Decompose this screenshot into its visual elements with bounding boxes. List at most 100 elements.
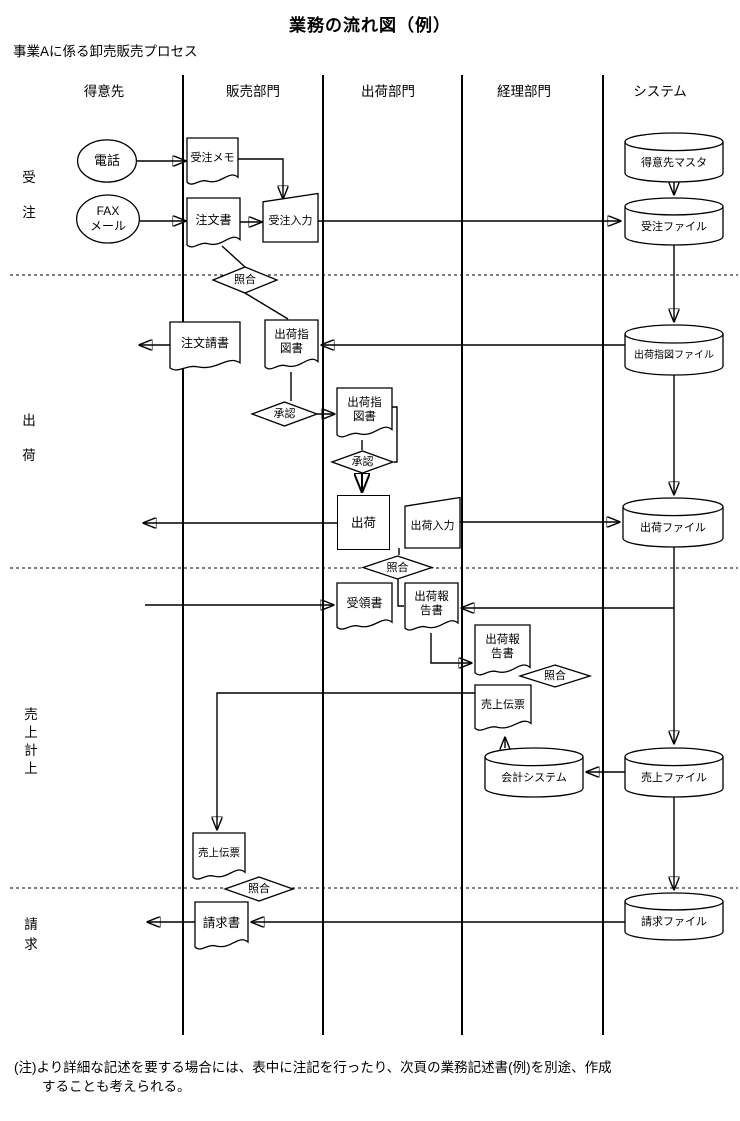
node-label: 出荷指図ファイル <box>634 349 714 361</box>
node-fax-mail: FAX メール <box>76 194 140 244</box>
document-shape-icon <box>337 583 392 632</box>
node-shipping-input: 出荷入力 <box>405 497 460 548</box>
node-label: 出荷指 図書 <box>347 396 382 423</box>
node-label: 照合 <box>248 883 270 895</box>
node-accounting-system: 会計システム <box>485 748 583 797</box>
diamond-shape-icon <box>363 556 432 579</box>
cylinder-shape-icon <box>625 893 723 940</box>
node-label: 売上伝票 <box>481 698 525 711</box>
document-shape-icon <box>475 625 530 678</box>
node-label: 請求書 <box>202 915 241 930</box>
node-label: 承認 <box>273 408 296 420</box>
document-shape-icon <box>170 322 240 373</box>
diamond-shape-icon <box>252 402 317 426</box>
node-label: 受領書 <box>346 596 383 610</box>
phase-label-sales-recording: 売上計上 <box>24 707 38 776</box>
cylinder-shape-icon <box>485 748 583 797</box>
node-label: 注文書 <box>195 212 232 227</box>
column-header-sales-dept: 販売部門 <box>226 84 280 99</box>
ellipse-shape-icon <box>76 194 140 244</box>
footnote: (注)より詳細な記述を要する場合には、表中に注記を行ったり、次頁の業務記述書(例… <box>14 1058 612 1096</box>
cylinder-shape-icon <box>625 133 723 182</box>
diamond-shape-icon <box>520 665 590 687</box>
diamond-shape-icon <box>213 267 277 293</box>
phase-divider-lines <box>10 274 738 889</box>
node-order-file: 受注ファイル <box>625 198 723 245</box>
node-shipping-report-1: 出荷報 告書 <box>405 583 458 633</box>
cylinder-shape-icon <box>623 498 723 547</box>
column-header-system: システム <box>633 84 687 99</box>
node-sales-slip-sales: 売上伝票 <box>193 833 245 882</box>
node-check-shipping: 照合 <box>363 556 432 579</box>
node-approve-2: 承認 <box>332 451 393 473</box>
cylinder-shape-icon <box>625 198 723 245</box>
node-sales-file: 売上ファイル <box>625 748 723 797</box>
document-shape-icon <box>475 685 531 733</box>
diamond-shape-icon <box>332 451 393 473</box>
column-header-customer: 得意先 <box>83 84 125 99</box>
document-shape-icon <box>193 833 245 882</box>
node-label: 売上伝票 <box>198 847 240 859</box>
node-shipping-instruction-1: 出荷指 図書 <box>265 320 318 372</box>
node-label: 照合 <box>544 670 566 682</box>
ellipse-shape-icon <box>77 139 137 183</box>
node-label: 売上ファイル <box>641 772 707 784</box>
node-invoice: 請求書 <box>195 902 248 952</box>
node-shipping-instruction-file: 出荷指図ファイル <box>625 325 723 375</box>
document-shape-icon <box>265 320 318 372</box>
node-receipt: 受領書 <box>337 583 392 632</box>
node-label: 出荷ファイル <box>640 522 706 534</box>
node-label: 承認 <box>351 456 374 468</box>
footnote-line-1: (注)より詳細な記述を要する場合には、表中に注記を行ったり、次頁の業務記述書(例… <box>14 1060 612 1075</box>
document-shape-icon <box>187 198 240 250</box>
node-label: 受注ファイル <box>641 221 707 233</box>
node-order-memo: 受注メモ <box>187 138 238 187</box>
node-order-form: 注文書 <box>187 198 240 250</box>
document-shape-icon <box>405 583 458 633</box>
node-label: 出荷入力 <box>410 520 455 532</box>
column-lines <box>182 75 604 1035</box>
node-check-report: 照合 <box>520 665 590 687</box>
node-customer-master: 得意先マスタ <box>625 133 723 182</box>
node-label: 受注入力 <box>268 215 313 227</box>
document-shape-icon <box>195 902 248 952</box>
node-phone: 電話 <box>77 139 137 183</box>
cylinder-shape-icon <box>625 325 723 375</box>
manual-input-shape-icon <box>263 193 318 242</box>
node-label: 注文請書 <box>180 336 229 350</box>
node-order-acknowledgement: 注文請書 <box>170 322 240 373</box>
node-label: 会計システム <box>501 772 567 784</box>
document-shape-icon <box>187 138 238 187</box>
node-shipping-instruction-2: 出荷指 図書 <box>337 388 392 440</box>
node-label: 出荷報 告書 <box>414 590 449 617</box>
node-label: 照合 <box>386 561 409 574</box>
phase-label-shipping: 出荷 <box>22 413 36 463</box>
node-check-sales-slip: 照合 <box>225 877 293 901</box>
node-invoice-file: 請求ファイル <box>625 893 723 940</box>
node-shipping-file: 出荷ファイル <box>623 498 723 547</box>
node-label: 出荷 <box>350 515 376 530</box>
node-label: 出荷指 図書 <box>274 328 309 355</box>
node-label: 請求ファイル <box>641 916 707 928</box>
column-header-accounting-dept: 経理部門 <box>497 84 551 99</box>
phase-label-order: 受注 <box>22 170 36 220</box>
node-label: 照合 <box>234 274 256 286</box>
page-title: 業務の流れ図（例） <box>289 16 451 35</box>
node-label: 受注メモ <box>190 152 235 164</box>
node-shipping-report-2: 出荷報 告書 <box>475 625 530 678</box>
node-ship: 出荷 <box>337 495 390 550</box>
column-header-shipping-dept: 出荷部門 <box>361 84 415 99</box>
page-subtitle: 事業Aに係る卸売販売プロセス <box>13 44 198 59</box>
node-check-order: 照合 <box>213 267 277 293</box>
document-shape-icon <box>337 388 392 440</box>
node-label: 得意先マスタ <box>641 157 707 169</box>
manual-input-shape-icon <box>405 497 460 548</box>
footnote-line-2: することも考えられる。 <box>42 1079 191 1094</box>
diamond-shape-icon <box>225 877 293 901</box>
node-label: 出荷報 告書 <box>485 634 520 660</box>
node-label: FAX メール <box>89 204 126 233</box>
node-sales-slip-accounting: 売上伝票 <box>475 685 531 733</box>
node-label: 電話 <box>93 153 120 168</box>
